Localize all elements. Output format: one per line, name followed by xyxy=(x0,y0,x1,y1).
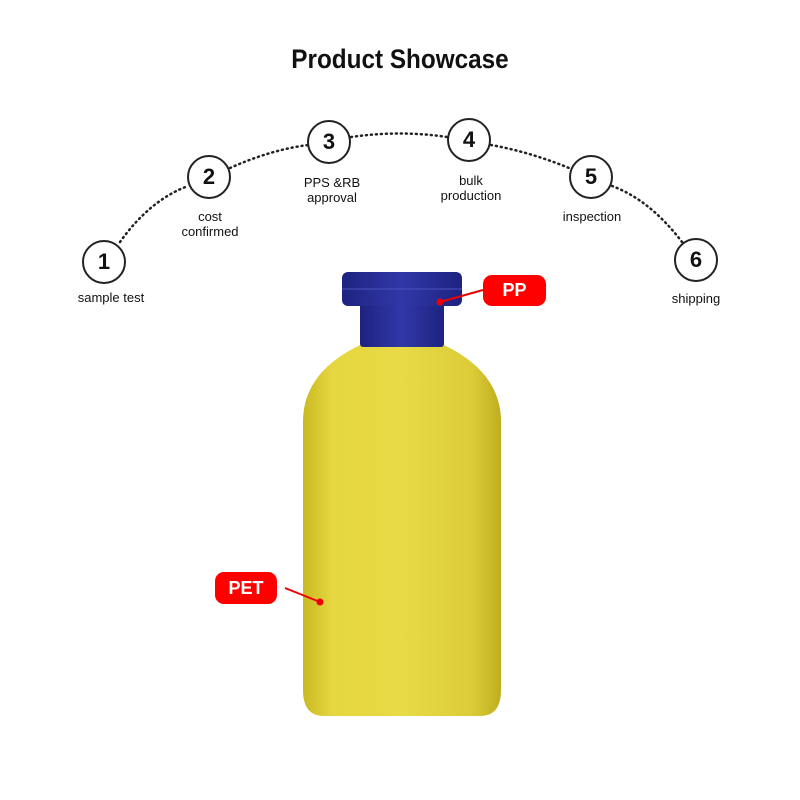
step-5-label: inspection xyxy=(562,209,622,224)
step-3-circle: 3 xyxy=(307,120,351,164)
process-arc xyxy=(118,132,684,244)
step-5-circle: 5 xyxy=(569,155,613,199)
step-2-label-line1: cost xyxy=(198,209,222,224)
step-6-label: shipping xyxy=(671,291,721,306)
step-6-circle: 6 xyxy=(674,238,718,282)
bottle-neck-cap xyxy=(360,300,444,347)
step-1-label: sample test xyxy=(77,290,145,305)
step-3-label-line2: approval xyxy=(307,190,357,205)
step-1-circle: 1 xyxy=(82,240,126,284)
step-4-label-line1: bulk xyxy=(459,173,483,188)
bottle-body xyxy=(303,345,501,716)
pet-material-badge: PET xyxy=(215,572,277,604)
page-title: Product Showcase xyxy=(291,44,509,74)
step-2-circle: 2 xyxy=(187,155,231,199)
step-4-label-line2: production xyxy=(440,188,502,203)
step-2-label-line2: confirmed xyxy=(181,224,239,239)
step-4-circle: 4 xyxy=(447,118,491,162)
step-3-label-line1: PPS &RB xyxy=(303,175,361,190)
pp-material-badge: PP xyxy=(483,275,546,306)
